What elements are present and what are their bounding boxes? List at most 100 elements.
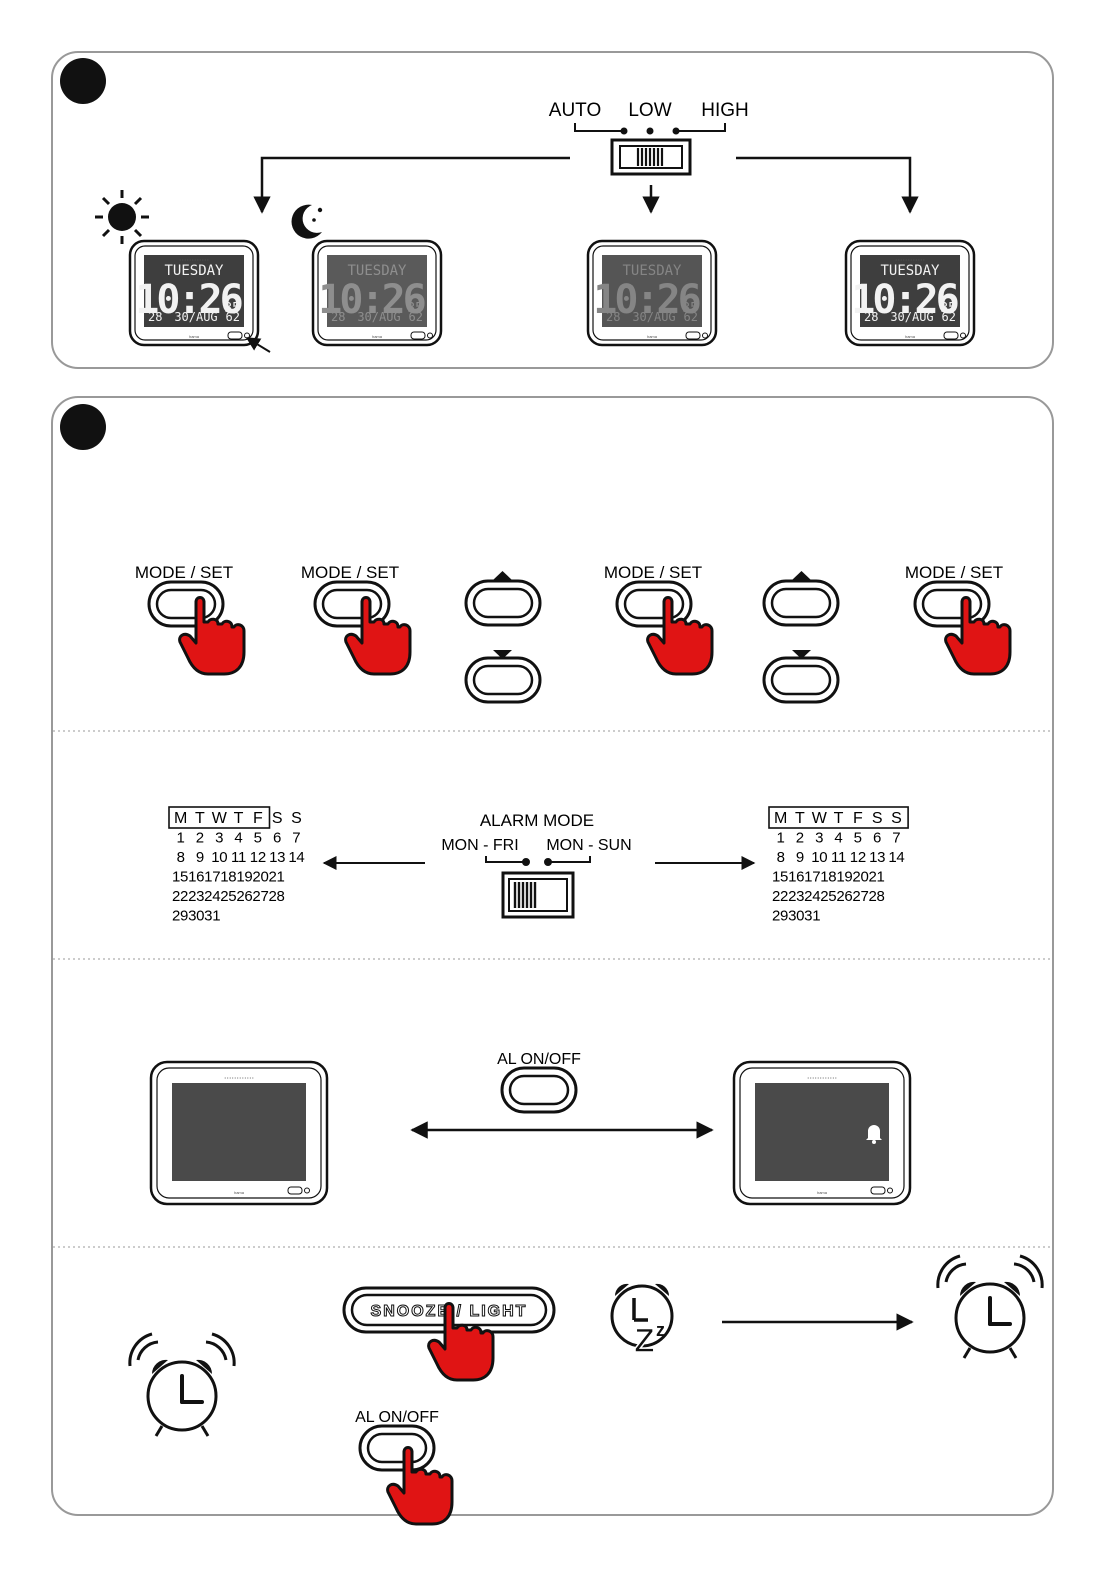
mode-set-label: MODE / SET	[905, 563, 1003, 582]
weekday-label: T	[834, 810, 844, 827]
calendar-row: 22232425262728	[772, 888, 885, 905]
temp-text: 28	[606, 310, 620, 324]
up-down-buttons-1[interactable]	[464, 571, 542, 704]
calendar-row: 15161718192021	[772, 869, 885, 886]
mode-set-label: MODE / SET	[604, 563, 702, 582]
day-text: TUESDAY	[622, 263, 682, 279]
lcd-screen	[144, 255, 244, 327]
top-dots: • • • • • • • • • • • •	[807, 1075, 837, 1080]
al-onoff-button[interactable]	[358, 1424, 436, 1472]
time-text: 10:26	[318, 277, 424, 323]
calendar-row: 22232425262728	[172, 888, 285, 905]
weekday-label: T	[795, 810, 805, 827]
date-text: 30/AUG	[174, 310, 217, 324]
time-text: 10:26	[593, 277, 699, 323]
lcd-screen	[755, 1083, 889, 1181]
brightness-panel	[51, 51, 1054, 369]
lcd-screen	[602, 255, 702, 327]
seconds-text: 35	[682, 301, 698, 316]
calendar-row: 293031	[172, 908, 220, 925]
date-text: 30/AUG	[632, 310, 675, 324]
brand-text: hama	[905, 334, 916, 339]
light-sensor	[685, 331, 701, 340]
switch-label-connectors	[574, 123, 726, 135]
mode-set-step-2[interactable]: MODE / SET	[301, 563, 412, 676]
switch-label-low: LOW	[628, 100, 671, 121]
up-arrow-icon	[792, 571, 811, 580]
weekday-label: S	[291, 810, 302, 827]
brand-text: hama	[372, 334, 383, 339]
weekday-label: W	[812, 810, 828, 827]
weekday-label: S	[272, 810, 283, 827]
time-text: 10:26	[135, 277, 241, 323]
al-onoff-button[interactable]	[500, 1066, 578, 1114]
weekday-label: S	[872, 810, 883, 827]
mode-set-step-4[interactable]: MODE / SET	[905, 563, 1012, 676]
brightness-arrows	[253, 156, 919, 214]
top-dots: • • • • • • • • • • • •	[895, 257, 925, 262]
mode-set-label: MODE / SET	[135, 563, 233, 582]
moon-icon	[291, 204, 323, 239]
humidity-text: 62	[409, 310, 423, 324]
light-sensor	[943, 331, 959, 340]
top-dots: • • • • • • • • • • • •	[362, 257, 392, 262]
lcd-screen	[860, 255, 960, 327]
alarm-mode-switch[interactable]	[501, 871, 575, 919]
day-text: TUESDAY	[880, 263, 940, 279]
clock-alarm-off: • • • • • • • • • • • •hama	[149, 1060, 329, 1206]
svg-text:z: z	[656, 1320, 665, 1340]
day-text: TUESDAY	[347, 263, 407, 279]
mode-set-step-3[interactable]: MODE / SET	[604, 563, 714, 676]
mode-set-step-1[interactable]: MODE / SET	[135, 563, 246, 676]
light-sensor	[410, 331, 426, 340]
up-down-buttons-2[interactable]	[762, 571, 840, 704]
clock-alarm-on: • • • • • • • • • • • •hama	[732, 1060, 912, 1206]
switch-label-auto: AUTO	[549, 100, 601, 121]
weekday-label: T	[195, 810, 205, 827]
light-sensor	[287, 1186, 303, 1195]
humidity-text: 62	[684, 310, 698, 324]
weekday-label: T	[234, 810, 244, 827]
top-dots: • • • • • • • • • • • •	[179, 257, 209, 262]
up-button	[464, 579, 542, 627]
brightness-switch[interactable]	[610, 138, 692, 176]
snooze-clock-icon: Z z	[610, 1283, 674, 1361]
alarm-mode-title: ALARM MODE	[480, 811, 594, 830]
zz-icon: Z	[634, 1322, 655, 1360]
lcd-screen	[172, 1083, 306, 1181]
temp-text: 28	[864, 310, 878, 324]
light-sensor	[227, 331, 243, 340]
lcd-screen	[327, 255, 427, 327]
alarm-mode-connectors	[485, 856, 591, 866]
humidity-text: 62	[226, 310, 240, 324]
down-arrow-icon	[493, 650, 512, 659]
alarm-bell-icon	[866, 1125, 882, 1144]
al-onoff-label: AL ON/OFF	[355, 1409, 439, 1426]
weekday-selection-box	[768, 806, 909, 829]
top-dots: • • • • • • • • • • • •	[637, 257, 667, 262]
brand-text: hama	[647, 334, 658, 339]
step-marker-1	[60, 58, 106, 104]
date-text: 30/AUG	[890, 310, 933, 324]
al-onoff-label: AL ON/OFF	[497, 1051, 581, 1068]
weekday-label: M	[774, 810, 787, 827]
seconds-text: 35	[224, 301, 240, 316]
step-marker-2	[60, 404, 106, 450]
temp-text: 28	[331, 310, 345, 324]
weekday-label: F	[853, 810, 863, 827]
brand-text: hama	[189, 334, 200, 339]
light-sensor-pointer	[245, 337, 271, 353]
switch-label-high: HIGH	[701, 100, 749, 121]
mode-set-label: MODE / SET	[301, 563, 399, 582]
sun-icon	[95, 190, 149, 244]
time-text: 10:26	[851, 277, 957, 323]
date-text: 30/AUG	[357, 310, 400, 324]
